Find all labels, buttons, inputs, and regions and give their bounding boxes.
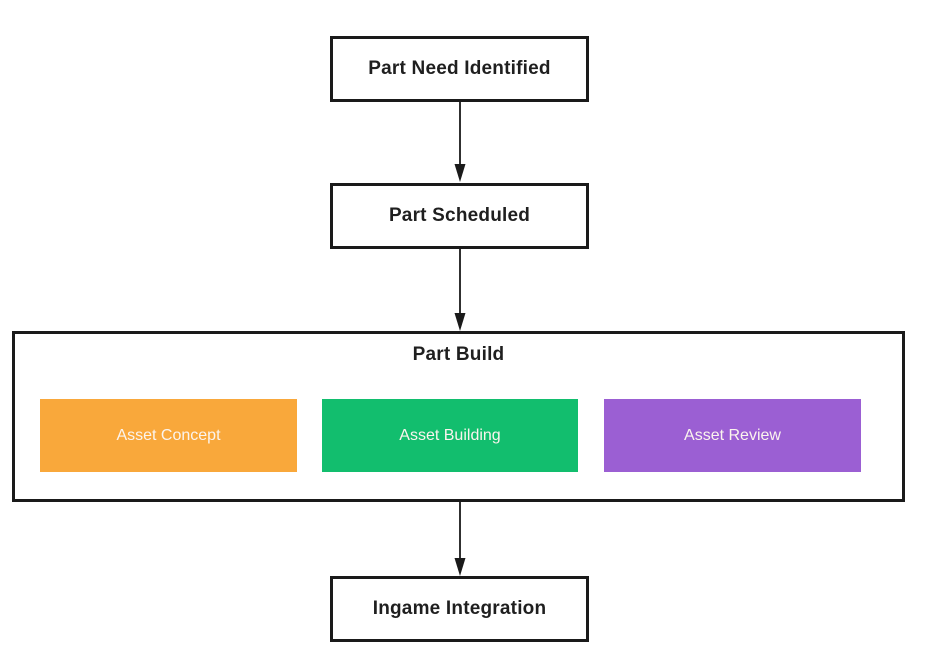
- flow-node-label: Asset Review: [684, 426, 781, 444]
- flow-node-label: Part Need Identified: [368, 58, 551, 79]
- flow-node-label: Part Scheduled: [388, 205, 531, 226]
- flow-node-label: Ingame Integration: [372, 598, 547, 619]
- part-build-title: Part Build: [412, 344, 505, 365]
- down-arrow-icon: [449, 249, 471, 331]
- down-arrow-icon: [449, 502, 471, 576]
- flow-node-label: Asset Building: [399, 426, 501, 444]
- down-arrow-icon: [449, 101, 471, 182]
- flow-node-asset-review: Asset Review: [604, 399, 861, 472]
- flow-node-asset-building: Asset Building: [322, 399, 578, 472]
- flow-node-part-scheduled: Part Scheduled: [330, 183, 589, 249]
- flow-node-asset-concept: Asset Concept: [40, 399, 297, 472]
- flow-node-part-need-identified: Part Need Identified: [330, 36, 589, 102]
- flow-node-ingame-integration: Ingame Integration: [330, 576, 589, 642]
- flow-node-label: Asset Concept: [116, 426, 221, 444]
